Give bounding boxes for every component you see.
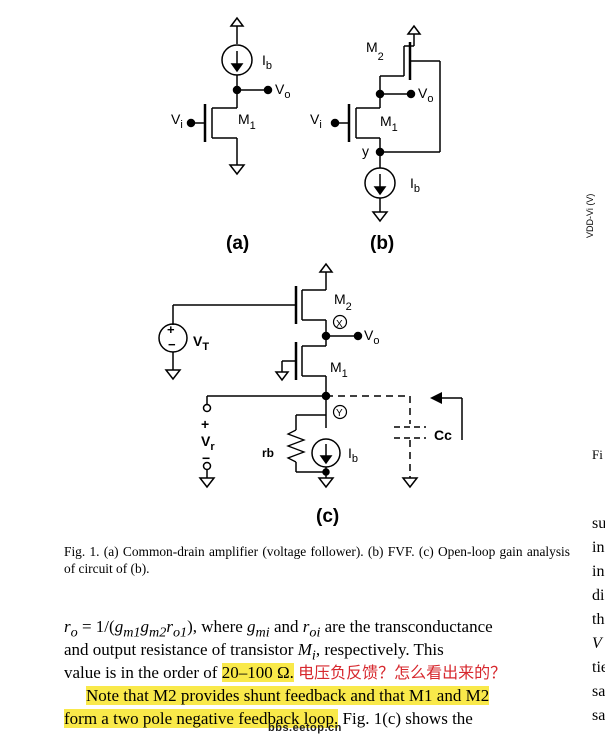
label-vr-plus: + <box>201 416 209 432</box>
label-ib-c: Ib <box>348 445 358 465</box>
ground-a <box>228 164 246 176</box>
node-y-marker <box>332 404 348 420</box>
highlight-feedback: Note that M2 provides shunt feedback and… <box>86 686 490 705</box>
label-vo-c: Vo <box>364 327 379 347</box>
node-x-marker <box>332 314 348 330</box>
label-ib-b: Ib <box>410 175 420 195</box>
label-a: (a) <box>226 233 249 254</box>
label-node-y: Y <box>336 408 343 419</box>
label-vi-b: Vi <box>310 111 322 131</box>
label-c: (c) <box>316 506 339 527</box>
label-rb: rb <box>262 446 274 460</box>
label-vo-a: Vo <box>275 81 290 101</box>
figure-caption: Fig. 1. (a) Common-drain amplifier (volt… <box>64 544 570 576</box>
right-fragment-7: sa <box>592 683 605 700</box>
vdd-arrow-a <box>229 16 245 27</box>
paragraph-line-1: ro = 1/(gm1gm2ro1), where gmi and roi ar… <box>64 617 493 641</box>
highlight-range: 20–100 Ω. <box>221 663 294 682</box>
label-m1-c: M1 <box>330 359 348 380</box>
vdd-arrow-b <box>406 24 422 35</box>
highlight-loop: form a two pole negative feedback loop. <box>64 709 339 728</box>
label-vt-minus: − <box>168 337 176 352</box>
right-fragment-3: di <box>592 587 605 604</box>
label-cc: Cc <box>434 427 452 443</box>
paragraph-line-3: value is in the order of 20–100 Ω. 电压负反馈… <box>64 663 507 682</box>
label-m2-c: M2 <box>334 291 352 313</box>
right-fragment-1: in <box>592 539 605 556</box>
circuit-a <box>186 16 273 176</box>
resistor-rb <box>286 429 306 463</box>
paragraph-line-2: and output resistance of transistor Mi, … <box>64 640 444 664</box>
right-fragment-0: su <box>592 515 605 532</box>
circuit-c <box>158 262 463 489</box>
label-vt: VT <box>193 333 209 353</box>
right-fragment-6: tie <box>592 659 605 676</box>
label-vr: Vr <box>201 433 215 453</box>
right-fragment-fi: Fi <box>592 447 603 462</box>
label-node-x: X <box>336 319 343 330</box>
label-m1-a: M1 <box>238 111 256 132</box>
label-vt-plus: + <box>167 322 175 337</box>
circuit-b <box>330 24 441 223</box>
right-fragment-2: in <box>592 563 605 580</box>
label-m2-b: M2 <box>366 39 384 63</box>
annotation-comment: 电压负反馈？怎么看出来的？ <box>298 663 507 682</box>
label-m1-b: M1 <box>380 113 398 134</box>
label-vo-b: Vo <box>418 85 433 105</box>
label-ib-a: Ib <box>262 52 272 72</box>
right-fragment-8: sa <box>592 707 605 724</box>
ground-b <box>371 211 389 223</box>
label-vi-a: Vi <box>171 111 183 131</box>
paragraph-line-5: form a two pole negative feedback loop. … <box>64 709 473 728</box>
circuit-figure: Ib Vo Vi M1 (a) M2 Vo Vi M1 y Ib (b) M2 … <box>158 16 463 527</box>
right-fragment-4: th <box>592 611 605 628</box>
watermark: bbs.eetop.cn <box>268 722 342 734</box>
right-axis-label: VDD-Vi (V) <box>585 193 595 238</box>
label-b: (b) <box>370 233 394 254</box>
paragraph-line-4: Note that M2 provides shunt feedback and… <box>86 685 592 707</box>
right-fragment-5: V <box>592 635 602 652</box>
label-y-b: y <box>362 143 369 159</box>
label-vr-minus: − <box>202 450 210 466</box>
